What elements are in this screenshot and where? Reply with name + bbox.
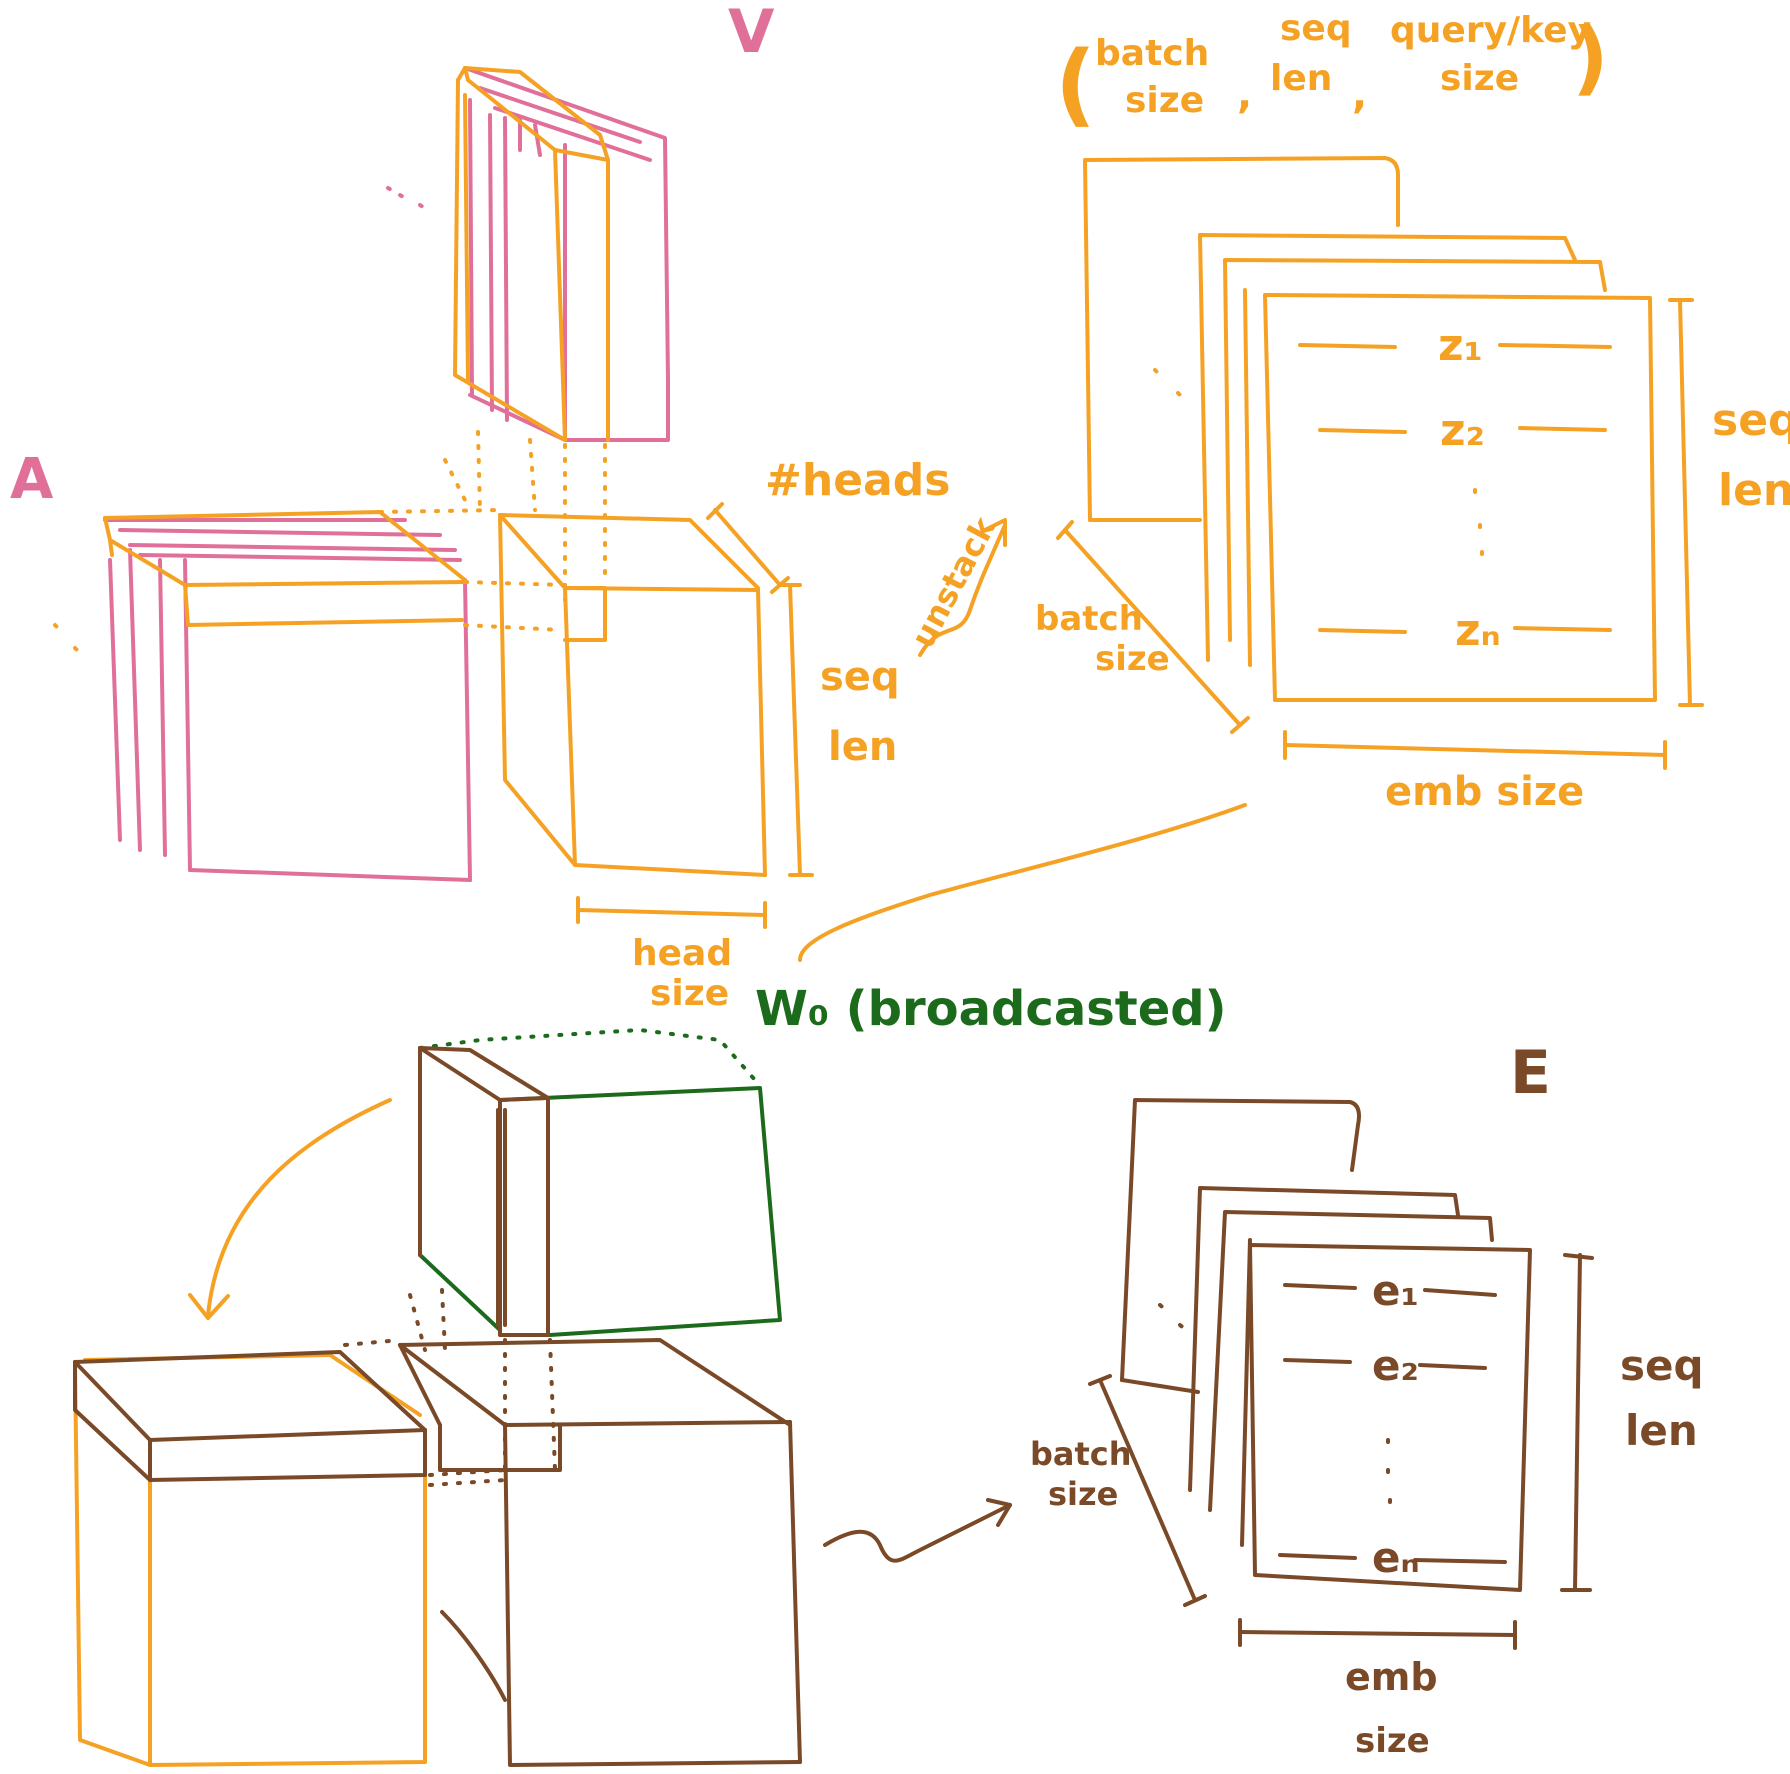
- cube-seq-len-bracket: [778, 583, 814, 877]
- a-tensor: [103, 510, 472, 882]
- a-to-result-connectors: [378, 508, 567, 632]
- zn-label: zₙ: [1455, 605, 1501, 656]
- cube-len-label: len: [828, 724, 897, 770]
- shape-comma-1: ,: [1237, 72, 1252, 118]
- a-ellipsis: [53, 623, 84, 657]
- z2-label: z₂: [1440, 405, 1485, 456]
- head-size-label-a: head: [632, 933, 732, 974]
- z-batch-bracket: [1056, 520, 1250, 734]
- w0-tensor: [418, 1027, 782, 1337]
- cube-seq-label: seq: [820, 654, 900, 700]
- z-to-concat-curve: [798, 803, 1247, 962]
- e-batch-bracket: [1088, 1374, 1207, 1607]
- e-seq-label: seq: [1620, 1341, 1704, 1390]
- e-vertical-ellipsis: [1386, 1438, 1392, 1507]
- w0-to-output-connectors: [343, 1288, 557, 1487]
- shape-batch-label-1: batch: [1095, 33, 1209, 74]
- unstack-label: unstack: [904, 510, 1004, 654]
- e1-label: e₁: [1372, 1266, 1419, 1315]
- z-stack-ellipsis: [1153, 368, 1187, 402]
- e-stack-ellipsis: [1158, 1303, 1190, 1334]
- shape-qk-label-2: size: [1440, 58, 1519, 99]
- z-stack: [1083, 156, 1657, 702]
- e-batch-label-2: size: [1048, 1475, 1118, 1513]
- e-batch-label-1: batch: [1030, 1435, 1132, 1473]
- shape-open-paren: (: [1055, 32, 1096, 137]
- head-size-bracket: [576, 896, 767, 929]
- z-seq-bracket: [1668, 298, 1704, 707]
- v-tensor: [453, 66, 670, 442]
- shape-batch-label-2: size: [1125, 80, 1204, 121]
- z-seq-label: seq: [1712, 395, 1790, 446]
- output-to-e-arrow: [823, 1498, 1012, 1563]
- en-label: eₙ: [1372, 1533, 1420, 1582]
- shape-seq-label-2: len: [1270, 58, 1332, 99]
- av-result-cube: [498, 513, 767, 877]
- concat-cube: [73, 1350, 427, 1767]
- w0-label: W₀ (broadcasted): [755, 981, 1227, 1037]
- unstack-arrow: [918, 518, 1007, 657]
- e-label: E: [1510, 1038, 1551, 1108]
- e-emb-label-1: emb: [1345, 1655, 1438, 1699]
- shape-qk-label-1: query/key: [1390, 10, 1591, 51]
- shape-comma-2: ,: [1352, 72, 1367, 118]
- head-size-label-b: size: [650, 973, 729, 1014]
- heads-label: #heads: [765, 455, 950, 506]
- e-emb-bracket: [1238, 1618, 1517, 1650]
- z-len-label: len: [1718, 465, 1790, 516]
- e-seq-bracket: [1560, 1253, 1594, 1592]
- z-emb-label: emb size: [1385, 769, 1584, 815]
- e2-label: e₂: [1372, 1341, 1419, 1390]
- v-ellipsis: [386, 186, 432, 214]
- z1-label: z₁: [1438, 320, 1483, 371]
- e-stack: [1120, 1098, 1532, 1592]
- z-batch-label-2: size: [1095, 639, 1170, 679]
- z-emb-bracket: [1283, 730, 1667, 770]
- e-rows: [1278, 1283, 1507, 1564]
- shape-close-paren: ): [1572, 11, 1609, 104]
- z-rows: [1298, 343, 1612, 634]
- output-cube: [398, 1338, 802, 1767]
- v-label: V: [728, 0, 775, 67]
- e-len-label: len: [1625, 1406, 1698, 1455]
- v-to-a-connectors: [443, 430, 607, 602]
- shape-seq-label-1: seq: [1280, 8, 1352, 49]
- a-label: A: [10, 447, 54, 512]
- z-vertical-ellipsis: [1473, 488, 1484, 560]
- curved-down-arrow: [188, 1098, 392, 1320]
- e-emb-label-2: size: [1355, 1721, 1430, 1761]
- z-batch-label-1: batch: [1035, 599, 1143, 639]
